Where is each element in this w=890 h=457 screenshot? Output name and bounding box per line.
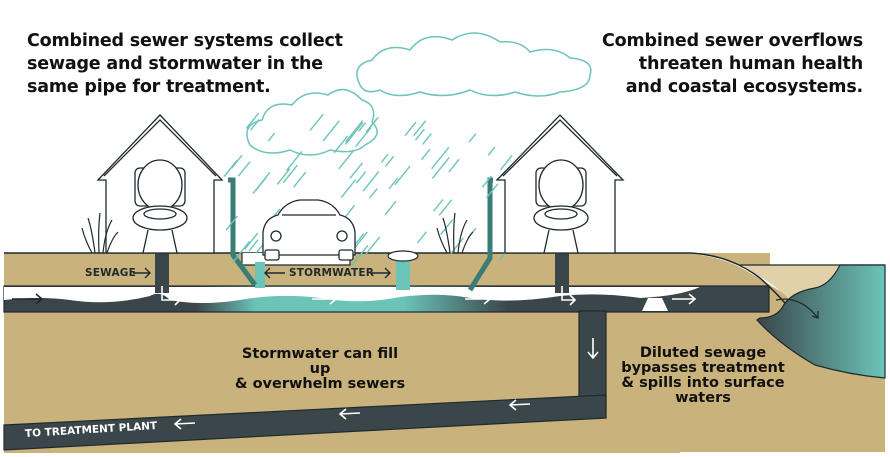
rain-streak [237, 161, 251, 177]
rain-streak [255, 176, 268, 192]
bypass-label-line: & spills into surface [621, 375, 785, 391]
bypass-label: Diluted sewage bypasses treatment & spil… [618, 346, 788, 406]
weir-icon [642, 298, 668, 311]
rain-streak [358, 122, 367, 132]
bypass-label-line: waters [675, 390, 731, 406]
grass-icon [81, 212, 119, 254]
flow-arrow-icon [133, 267, 391, 279]
sewage-lateral-left [155, 253, 169, 293]
rain-streak [244, 232, 259, 250]
flow-arrow-icon [12, 286, 697, 430]
heading-left-line: Combined sewer systems collect [27, 31, 343, 51]
rain-streak [322, 120, 340, 142]
rain-streak [486, 183, 499, 199]
overwhelm-label-line: Stormwater can fill up [241, 346, 399, 377]
heading-right-line: Combined sewer overflows [602, 31, 863, 51]
sewage-label: SEWAGE [85, 267, 136, 279]
rain-streak [267, 132, 276, 142]
bypass-label-line: bypasses treatment [621, 360, 785, 376]
rain-streak [404, 121, 417, 137]
overwhelm-label: Stormwater can fill up & overwhelm sewer… [230, 347, 410, 392]
rain-streak [487, 146, 496, 156]
rain-streak [450, 237, 464, 255]
downspout-icon [467, 177, 493, 292]
rain-streak [416, 231, 428, 244]
rain-streak [276, 168, 291, 185]
toilet-icon [132, 159, 188, 254]
heading-right: Combined sewer overflows threaten human … [602, 30, 863, 99]
sewer-main-pipe [3, 285, 770, 313]
rain-streak [353, 231, 368, 249]
rain-streak [340, 179, 357, 198]
sewage-lateral-right [555, 253, 569, 293]
grass-icon [436, 212, 474, 254]
rain-streak [245, 112, 260, 129]
rain-streak [282, 164, 298, 184]
stormwater-label: STORMWATER [289, 267, 375, 279]
rain-streak [351, 244, 369, 267]
rain-streak [448, 158, 460, 173]
rain-streak [500, 155, 513, 171]
toilet-icon [533, 159, 589, 254]
rain-streak [225, 215, 238, 231]
rain-streak [349, 162, 364, 179]
rain-streak [250, 119, 260, 131]
heading-left: Combined sewer systems collect sewage an… [27, 30, 343, 99]
heading-right-line: and coastal ecosystems. [625, 77, 863, 97]
rain-streak [431, 146, 450, 170]
heading-left-line: same pipe for treatment. [27, 77, 271, 97]
rain-streak [413, 120, 427, 137]
rain-streak [285, 151, 303, 171]
rain-streak [432, 199, 444, 212]
rain-streak [388, 177, 399, 190]
car-icon [262, 199, 356, 261]
rain-streak [365, 236, 381, 255]
rain-streak [333, 135, 349, 154]
rain-streak [365, 118, 378, 133]
rain-streak [468, 133, 477, 143]
rain-streak [438, 199, 453, 216]
rain-streak [394, 165, 411, 186]
rain-streak [355, 127, 372, 148]
rain-streak [384, 155, 395, 167]
rain-streak [414, 128, 425, 141]
rain-streak [384, 200, 397, 216]
rain-streak [338, 149, 355, 170]
storm-drain-icon [387, 250, 419, 262]
rain-streak [440, 219, 454, 236]
bypass-label-line: Diluted sewage [639, 345, 767, 361]
rain-streak [344, 122, 364, 145]
rain-streak [293, 171, 307, 188]
rain-icon [223, 112, 523, 267]
rain-streak [431, 156, 450, 179]
rain-streak [355, 171, 367, 184]
rain-streak [248, 239, 259, 252]
storm-drain-pipe [396, 258, 410, 290]
heading-left-line: sewage and stormwater in the [27, 54, 323, 74]
rain-streak [309, 113, 324, 131]
outfall-icon [775, 298, 819, 319]
rain-streak [231, 241, 251, 264]
downspout-icon [228, 177, 258, 287]
cloud-icon [246, 32, 592, 156]
rain-streak [344, 120, 364, 143]
rain-streak [231, 154, 243, 169]
coastal-water [756, 264, 886, 379]
heading-right-line: threaten human health [638, 54, 863, 74]
rain-streak [422, 133, 432, 145]
rain-streak [380, 153, 389, 163]
rain-streak [223, 159, 238, 178]
overwhelm-label-line: & overwhelm sewers [234, 376, 406, 392]
rain-streak [481, 175, 492, 188]
rain-streak [362, 170, 380, 192]
rain-streak [368, 188, 378, 199]
rain-streak [420, 148, 431, 161]
overflow-pipe [3, 310, 607, 451]
